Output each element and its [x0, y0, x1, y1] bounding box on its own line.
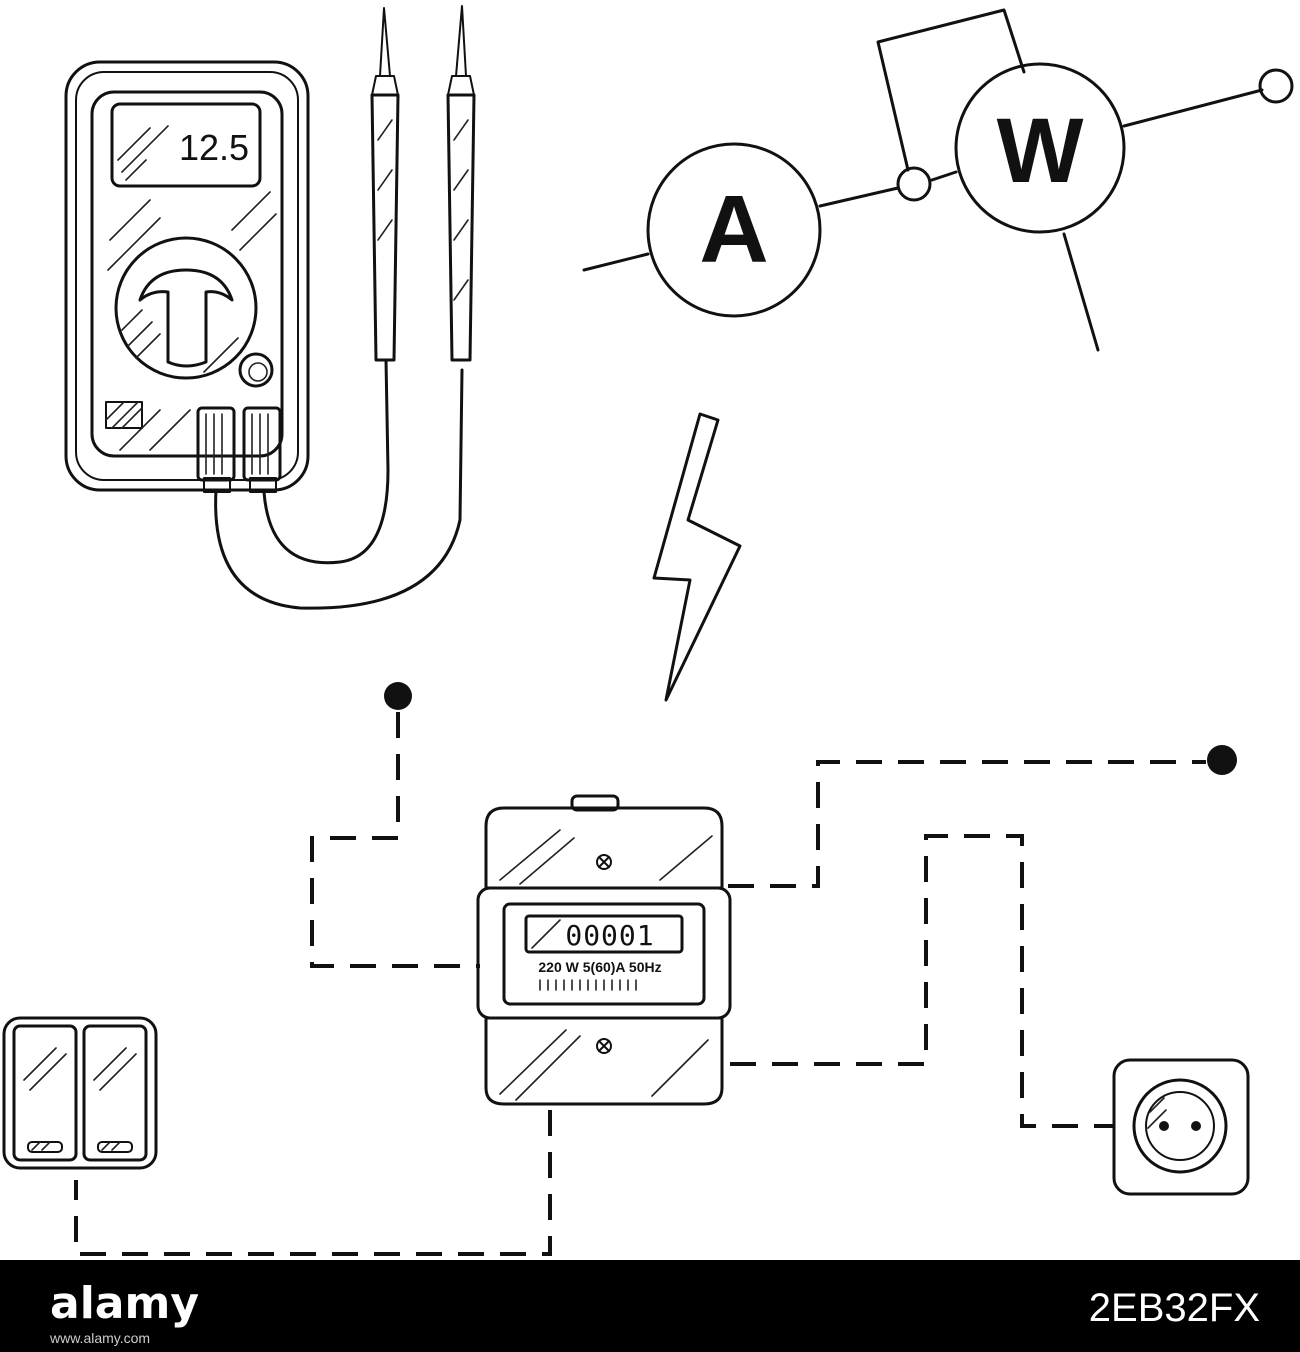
wiring-dashed-lines: [74, 682, 1237, 1256]
multimeter-reading: 12.5: [179, 127, 249, 168]
meter-counter: 00001: [565, 919, 654, 952]
power-socket[interactable]: [1112, 1058, 1250, 1196]
black-test-probe[interactable]: [446, 5, 476, 362]
double-light-switch[interactable]: [2, 1016, 158, 1170]
lightning-bolt-icon: [652, 412, 742, 702]
ammeter-symbol: A: [646, 142, 822, 318]
meter-counter-window: [524, 914, 684, 954]
site-url: www.alamy.com: [50, 1330, 151, 1346]
wattmeter-symbol: W: [954, 62, 1126, 234]
electric-sketch-diagram: 12.5: [2, 5, 1294, 1256]
switch-key-right[interactable]: [82, 1024, 148, 1162]
red-probe-cable: [262, 358, 390, 565]
black-probe-cable: [214, 368, 464, 610]
ammeter-wattmeter-schematic: A W: [582, 8, 1294, 352]
digital-multimeter: 12.5: [64, 5, 476, 610]
rotary-dial[interactable]: [114, 236, 258, 380]
electricity-meter: 00001 220 W 5(60)A 50Hz: [476, 794, 732, 1106]
terminal-dot-right: [1207, 745, 1237, 775]
multimeter-screen: 12.5: [110, 102, 262, 188]
hold-button[interactable]: [238, 352, 274, 388]
image-id: 2EB32FX: [1088, 1286, 1260, 1330]
meter-specification: 220 W 5(60)A 50Hz: [538, 959, 661, 975]
terminal-dot-left: [384, 682, 412, 710]
ammeter-label: A: [699, 176, 768, 283]
wattmeter-label: W: [997, 100, 1084, 202]
switch-key-left[interactable]: [12, 1024, 78, 1162]
brand-logo: alamy: [50, 1278, 199, 1329]
watermark-footer: alamy 2EB32FX www.alamy.com: [0, 1260, 1300, 1352]
red-test-probe[interactable]: [370, 7, 400, 362]
